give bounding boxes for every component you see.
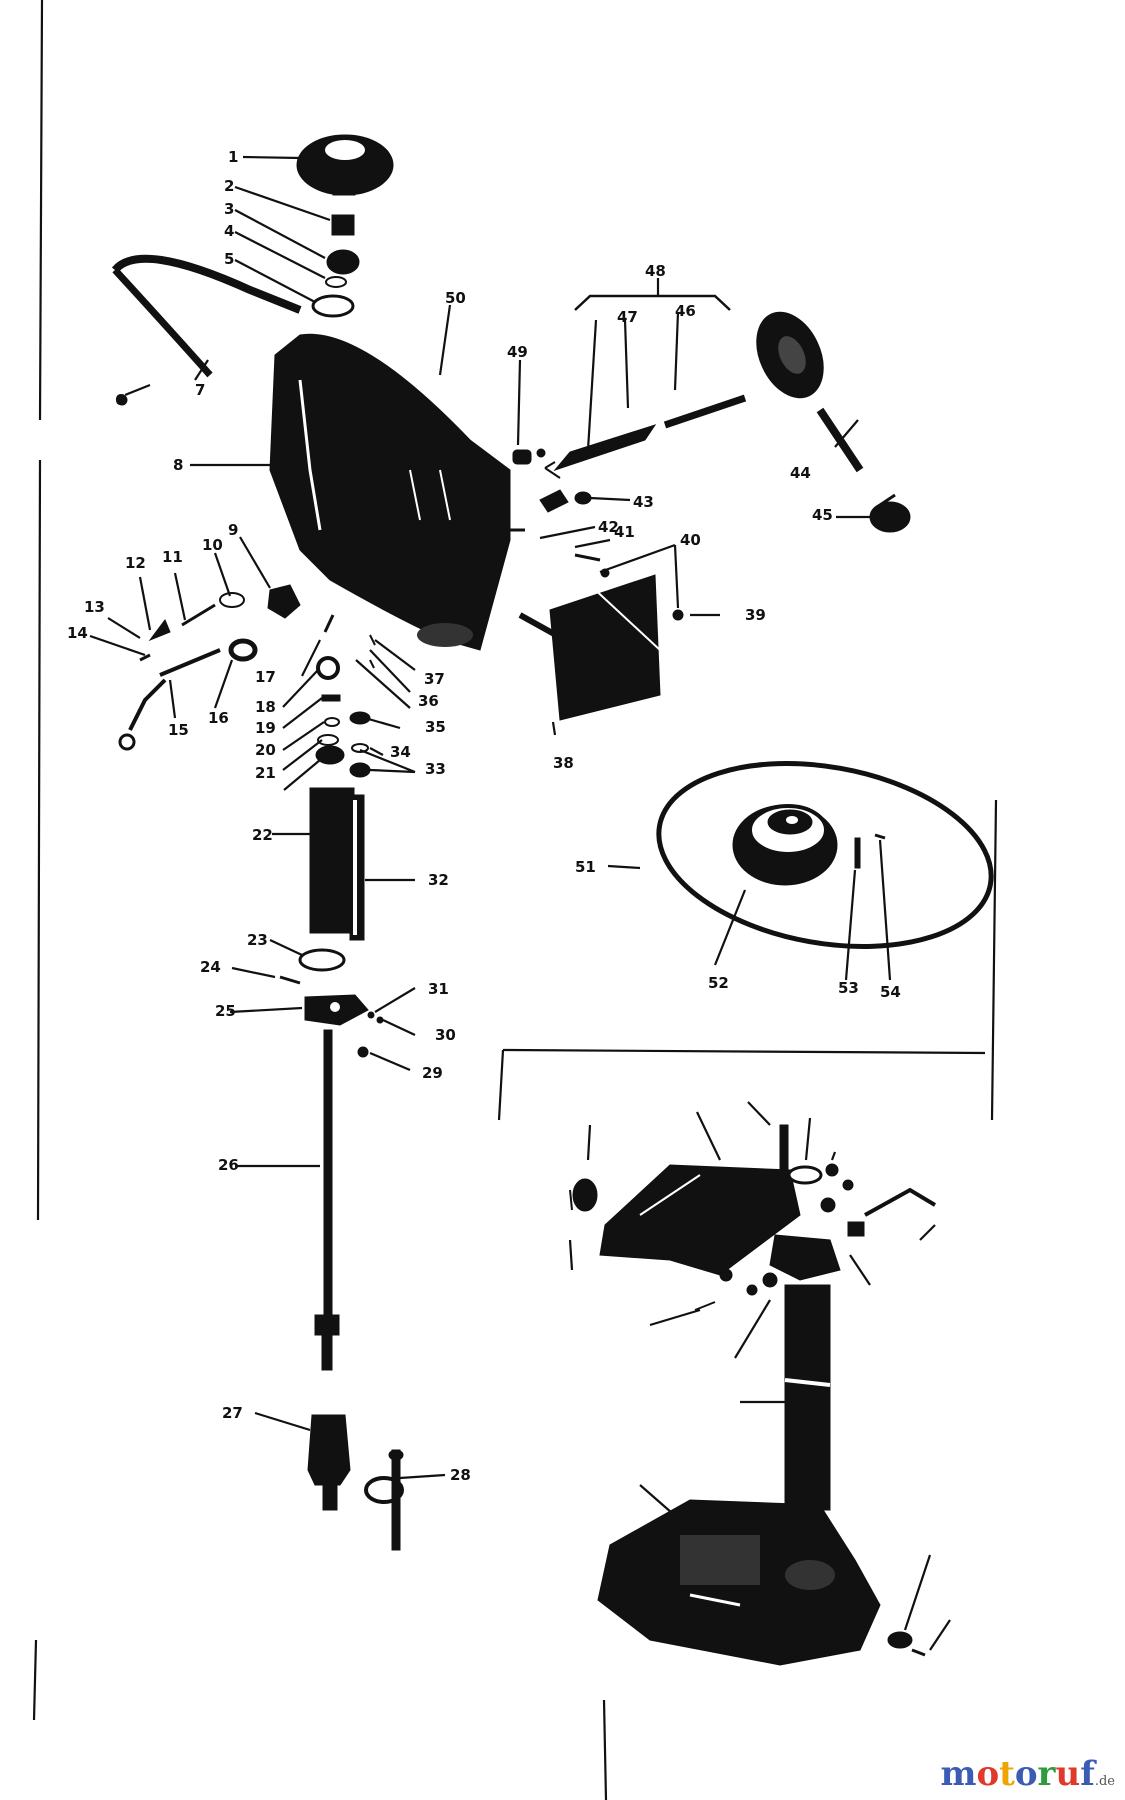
callout-label-25: 25	[215, 1002, 236, 1020]
callout-label-8: 8	[173, 456, 183, 474]
callout-label-31: 31	[428, 980, 449, 998]
callout-label-45: 45	[812, 506, 833, 524]
callout-labels: 1234567891011121314151617181920212223242…	[67, 148, 901, 1484]
base-leader-lines	[568, 1101, 951, 1651]
quill-22-32	[309, 787, 365, 941]
callout-label-39: 39	[745, 606, 766, 624]
callout-label-14: 14	[67, 624, 88, 642]
parts-40-43	[510, 489, 684, 621]
collar-23-25	[279, 948, 384, 1058]
callout-label-19: 19	[255, 719, 276, 737]
callout-label-16: 16	[208, 709, 229, 727]
clamp-61-62	[694, 1268, 778, 1311]
callout-label-37: 37	[424, 670, 445, 688]
callout-label-3: 3	[224, 200, 234, 218]
watermark-letter: u	[1055, 1754, 1081, 1794]
callout-label-46: 46	[675, 302, 696, 320]
callout-label-1: 1	[228, 148, 238, 166]
callout-label-12: 12	[125, 554, 146, 572]
callout-label-4: 4	[224, 222, 234, 240]
callout-label-47: 47	[617, 308, 638, 326]
cord-7	[111, 254, 302, 406]
callout-label-26: 26	[218, 1156, 239, 1174]
callout-label-29: 29	[422, 1064, 443, 1082]
callout-label-50: 50	[445, 289, 466, 307]
callout-label-7: 7	[195, 381, 205, 399]
callout-label-20: 20	[255, 741, 276, 759]
belt-guard-5	[311, 294, 355, 318]
base-63	[597, 1499, 926, 1666]
leader-lines	[89, 155, 892, 1480]
callout-label-5: 5	[224, 250, 234, 268]
callout-label-24: 24	[200, 958, 221, 976]
watermark-letter: m	[940, 1754, 977, 1794]
bracket-48	[574, 294, 731, 311]
callout-label-43: 43	[633, 493, 654, 511]
callout-label-10: 10	[202, 536, 223, 554]
callout-label-18: 18	[255, 698, 276, 716]
belt-51	[656, 761, 994, 949]
callout-label-22: 22	[252, 826, 273, 844]
callout-label-23: 23	[247, 931, 268, 949]
callout-label-38: 38	[553, 754, 574, 772]
callout-label-42: 42	[598, 518, 619, 536]
callout-label-30: 30	[435, 1026, 456, 1044]
table-55	[569, 1164, 801, 1276]
callout-label-15: 15	[168, 721, 189, 739]
callout-label-11: 11	[162, 548, 183, 566]
watermark-letter: o	[1014, 1754, 1038, 1794]
callout-label-33: 33	[425, 760, 446, 778]
plate-38	[518, 574, 661, 721]
callout-label-28: 28	[450, 1466, 471, 1484]
handwheel-43-45	[756, 311, 911, 533]
watermark-suffix: .de	[1094, 1774, 1115, 1789]
chuck-27	[307, 1414, 351, 1511]
feed-parts-9-16	[118, 584, 301, 751]
callout-label-35: 35	[425, 718, 446, 736]
callout-label-40: 40	[680, 531, 701, 549]
pulley-1	[296, 134, 394, 196]
callout-label-48: 48	[645, 262, 666, 280]
callout-label-17: 17	[255, 668, 276, 686]
collar-56-60	[732, 1124, 937, 1281]
pin-53-54	[854, 833, 886, 869]
watermark-letter: r	[1037, 1754, 1056, 1794]
small-parts-17-21	[315, 614, 376, 778]
spacer-2-3-4	[325, 214, 360, 288]
callout-label-6: 6	[115, 391, 125, 409]
chuck-key-28	[364, 1449, 404, 1551]
callout-label-2: 2	[224, 177, 234, 195]
column-62	[784, 1284, 831, 1511]
pin-49	[512, 448, 546, 465]
callout-label-44: 44	[790, 464, 811, 482]
callout-label-36: 36	[418, 692, 439, 710]
watermark-letter: f	[1080, 1754, 1095, 1794]
frame-lines	[32, 0, 998, 1800]
callout-label-49: 49	[507, 343, 528, 361]
callout-label-52: 52	[708, 974, 729, 992]
pulley-52	[732, 804, 838, 886]
callout-label-9: 9	[228, 521, 238, 539]
callout-label-51: 51	[575, 858, 596, 876]
callout-label-54: 54	[880, 983, 901, 1001]
watermark-text: motoruf	[940, 1754, 1094, 1794]
head-casting-8	[269, 333, 511, 651]
callout-label-13: 13	[84, 598, 105, 616]
callout-label-21: 21	[255, 764, 276, 782]
callout-label-27: 27	[222, 1404, 243, 1422]
shaft-46-47	[544, 394, 747, 479]
callout-label-53: 53	[838, 979, 859, 997]
callout-label-34: 34	[390, 743, 411, 761]
callout-label-32: 32	[428, 871, 449, 889]
watermark-letter: t	[999, 1754, 1015, 1794]
watermark-logo: motoruf.de	[940, 1754, 1115, 1794]
watermark-letter: o	[976, 1754, 1000, 1794]
spindle-26	[314, 1029, 340, 1371]
callout-label-41: 41	[614, 523, 635, 541]
